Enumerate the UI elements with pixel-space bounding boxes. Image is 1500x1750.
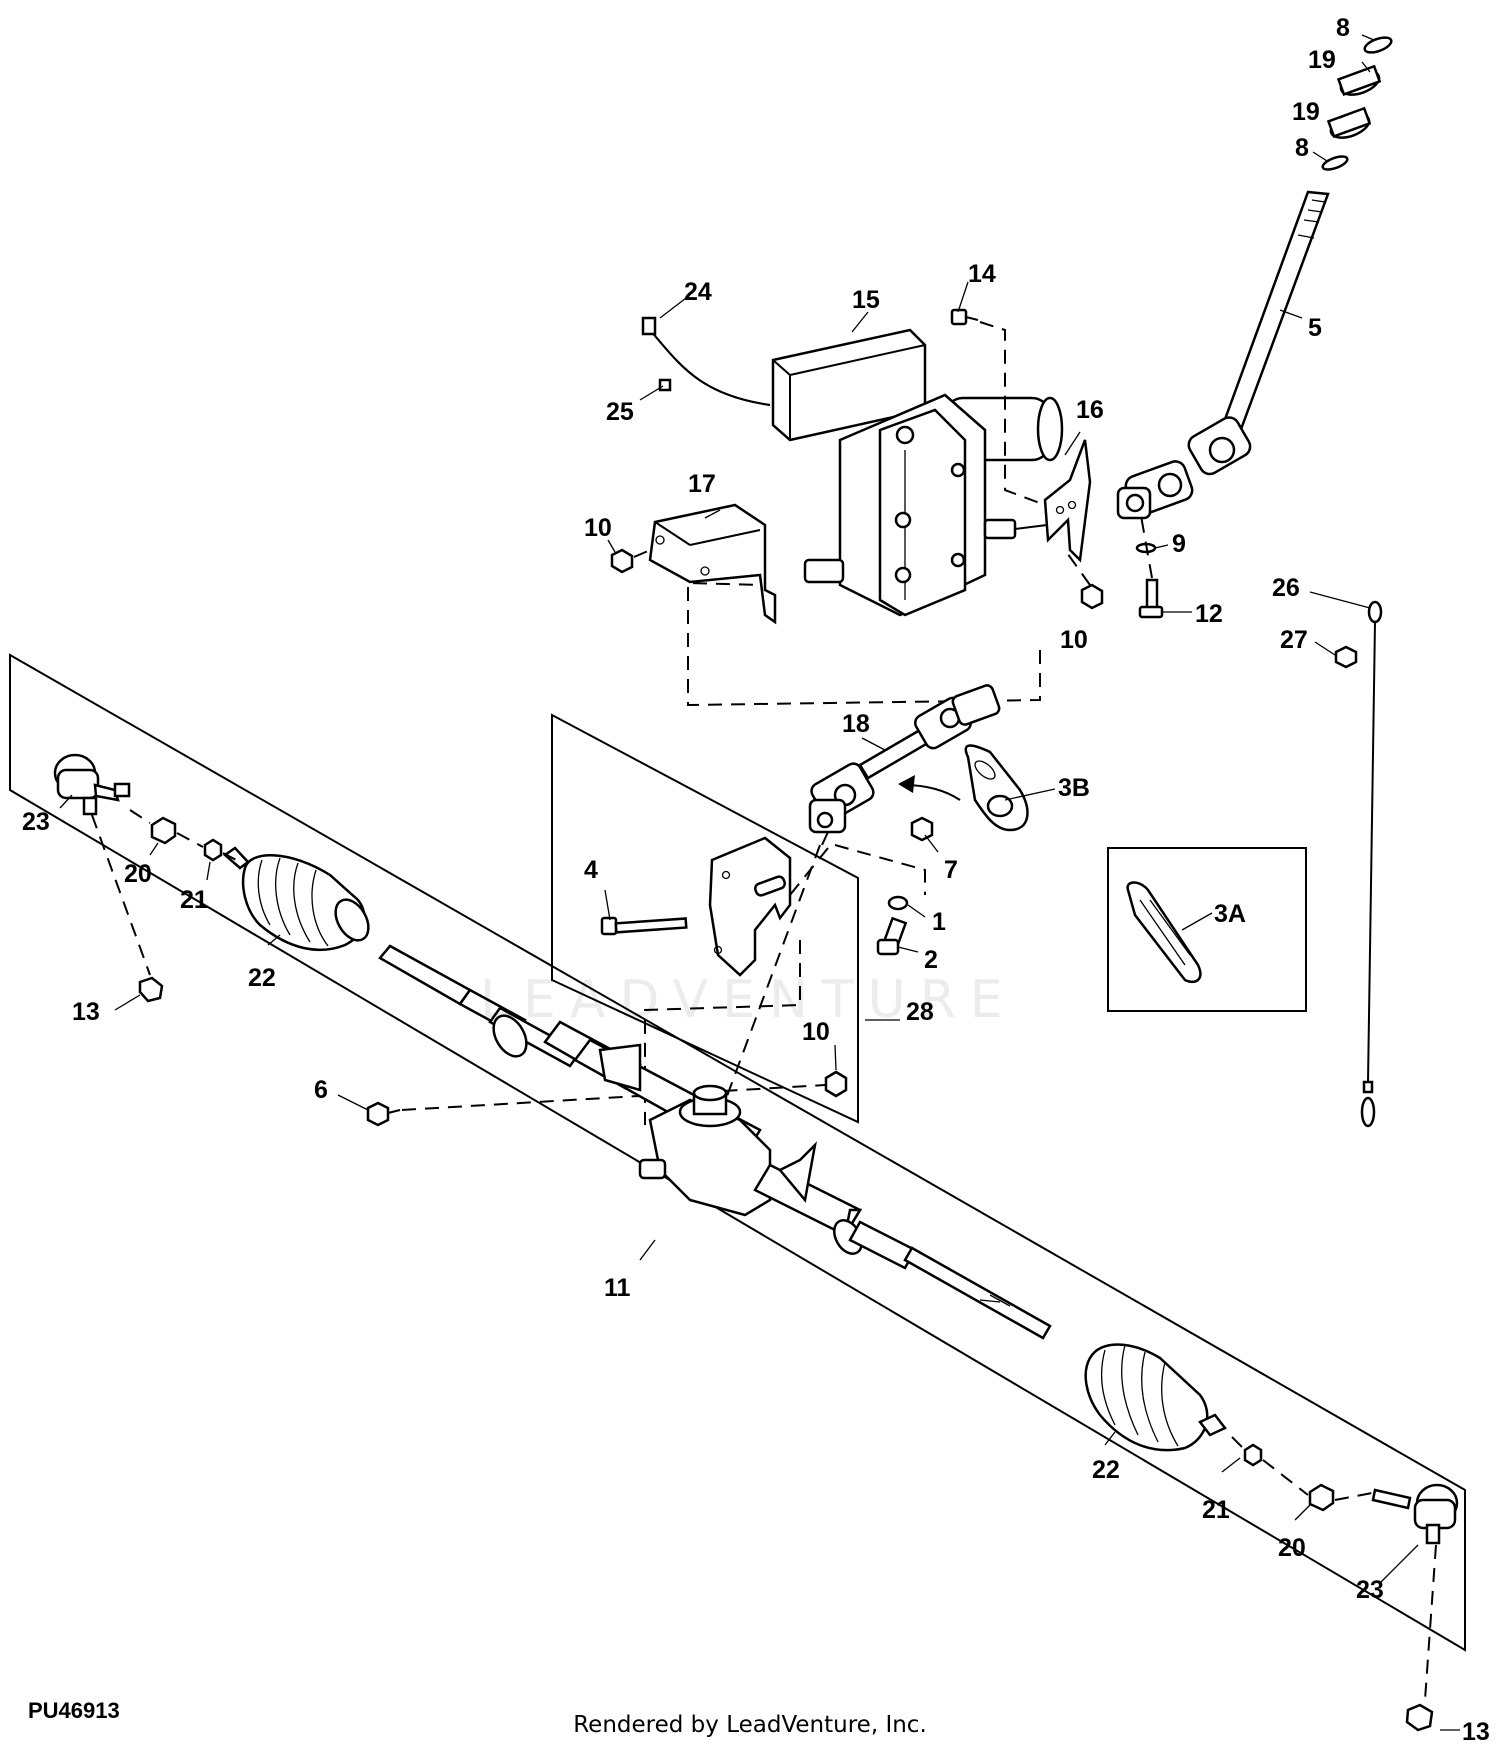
bracket-kit-outline: [551, 713, 859, 1124]
boot-left: [222, 846, 370, 952]
callout-labels: 8 19 19 8 5 14 15 24 25 16 17 10 9 12 10…: [22, 14, 1490, 1746]
tether-cable: [1334, 600, 1383, 1128]
bearing-stack: [1321, 36, 1393, 171]
grommet-3b: [964, 744, 1029, 832]
callout-13-right: 13: [1462, 1718, 1490, 1746]
callout-11: 11: [604, 1274, 631, 1302]
left-motor-bracket: [648, 503, 777, 625]
callout-9: 9: [1172, 530, 1186, 558]
callout-21-left: 21: [180, 886, 208, 914]
leader-lines: [59, 34, 1460, 1731]
callout-25: 25: [606, 398, 634, 426]
rack-assembly-outline: [9, 653, 1466, 1652]
tie-rod-end-left: [53, 753, 164, 1003]
callout-16: 16: [1076, 396, 1104, 424]
callout-17: 17: [688, 470, 716, 498]
callout-24: 24: [684, 278, 712, 306]
callout-13-left: 13: [72, 998, 100, 1026]
callout-12: 12: [1195, 600, 1223, 628]
tie-rod-end-right: [1371, 1483, 1459, 1732]
inset-box-3a: [1107, 847, 1307, 1012]
rack-mount-hardware: [366, 1070, 848, 1127]
watermark: LEADVENTURE: [480, 970, 1017, 1030]
callout-19-bottom: 19: [1292, 98, 1320, 126]
figure-id: PU46913: [28, 1698, 120, 1723]
grommet-3a: [1126, 881, 1202, 984]
callout-8-top: 8: [1336, 14, 1350, 42]
steering-motor-unit: [771, 328, 1064, 617]
callout-10-left: 10: [584, 514, 612, 542]
callout-23-right: 23: [1356, 1576, 1384, 1604]
footer-credit: Rendered by LeadVenture, Inc.: [573, 1712, 927, 1738]
wiring-harness: [641, 316, 771, 406]
callout-3a: 3A: [1214, 900, 1246, 928]
callout-8-bottom: 8: [1295, 134, 1309, 162]
rotation-arrowhead: [898, 775, 915, 793]
callout-3b: 3B: [1058, 774, 1090, 802]
callout-18: 18: [842, 710, 870, 738]
callout-6: 6: [314, 1076, 328, 1104]
callout-4: 4: [584, 856, 598, 884]
callout-22-left: 22: [248, 964, 276, 992]
callout-22-right: 22: [1092, 1456, 1120, 1484]
right-motor-bracket: [1043, 439, 1092, 563]
intermediate-shaft: [808, 684, 1001, 846]
callout-14: 14: [968, 260, 996, 288]
callout-5: 5: [1308, 314, 1322, 342]
boot-right: [1084, 1343, 1227, 1452]
callout-23-left: 23: [22, 808, 50, 836]
pinion-bracket: [600, 816, 934, 977]
callout-21-right: 21: [1202, 1496, 1230, 1524]
callout-20-right: 20: [1278, 1534, 1306, 1562]
pinion-dashed-link: [644, 940, 801, 1125]
motor-mount-dashed-outline: [687, 581, 1041, 707]
callout-10-right: 10: [1060, 626, 1088, 654]
callout-28: 28: [906, 998, 934, 1026]
steering-shaft: [1116, 190, 1330, 520]
callout-10-bottom: 10: [802, 1018, 830, 1046]
callout-27: 27: [1280, 626, 1308, 654]
callout-26: 26: [1272, 574, 1300, 602]
callout-19-top: 19: [1308, 46, 1336, 74]
callout-15: 15: [852, 286, 880, 314]
hardware-top: [610, 308, 1164, 619]
pinion-axis-dashed: [719, 844, 821, 1116]
callout-2: 2: [924, 946, 938, 974]
callout-7: 7: [944, 856, 958, 884]
callout-20-left: 20: [124, 860, 152, 888]
callout-1: 1: [932, 908, 946, 936]
steering-rack: [378, 944, 1052, 1340]
jam-nuts: [129, 809, 1373, 1512]
